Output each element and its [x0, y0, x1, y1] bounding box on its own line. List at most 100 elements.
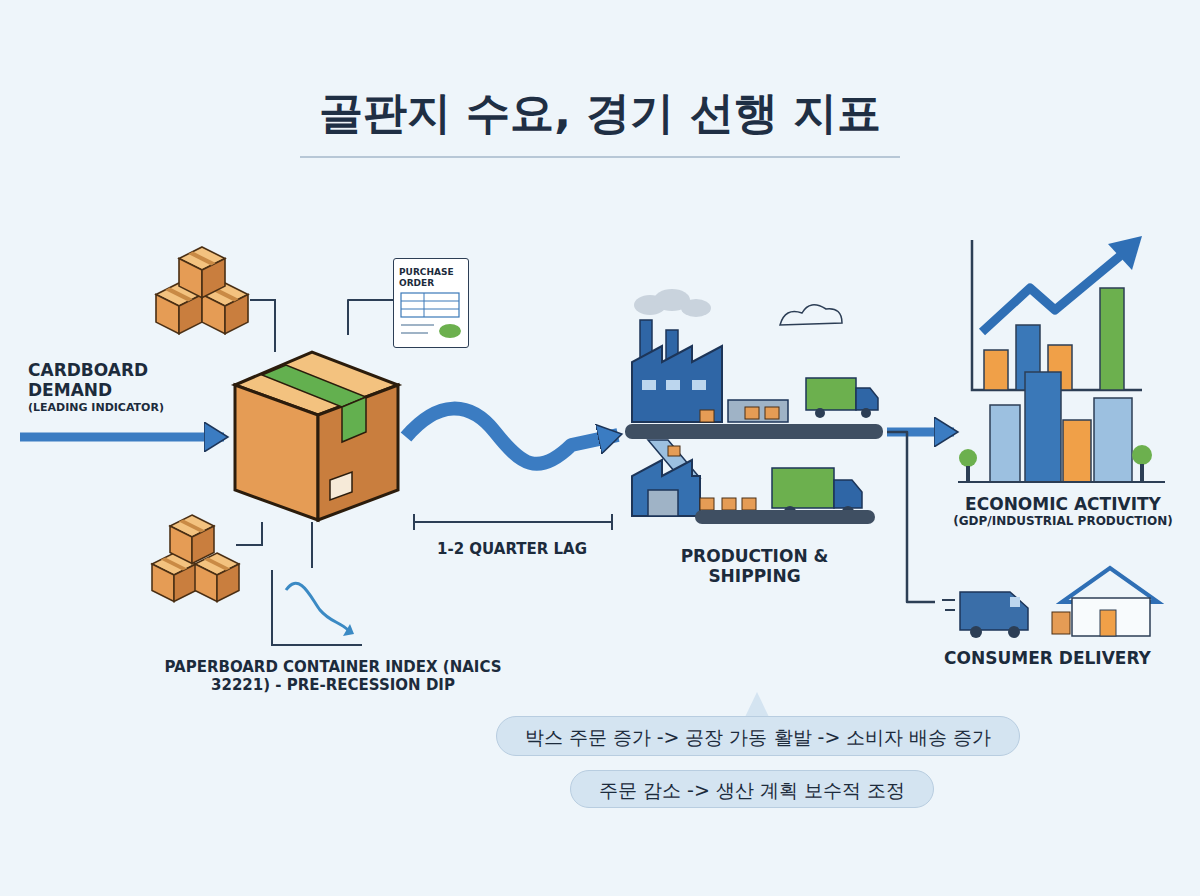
main-cardboard-box-part — [342, 397, 366, 442]
economy-chart-part — [1140, 464, 1144, 482]
delivery-illustration-part — [960, 592, 1028, 630]
main-cardboard-box-part — [318, 385, 398, 520]
lag-bracket-part — [611, 514, 613, 530]
label-group: PAPERBOARD CONTAINER INDEX (NAICS 32221)… — [153, 658, 513, 694]
node-heading: PAPERBOARD CONTAINER INDEX (NAICS 32221)… — [153, 658, 513, 694]
economy-chart-part — [1108, 236, 1142, 270]
economy-chart-part — [966, 466, 970, 482]
connector-line — [348, 300, 393, 335]
node-heading: ECONOMIC ACTIVITY — [938, 494, 1188, 514]
factory-illustration-part — [632, 346, 722, 422]
node-heading: PRODUCTION & SHIPPING — [667, 546, 842, 587]
economy-chart-part — [972, 240, 1142, 390]
factory-illustration-part — [642, 380, 656, 390]
factory-illustration-part — [815, 408, 825, 418]
factory-illustration-part — [681, 299, 711, 317]
index-mini-chart-part — [311, 522, 313, 568]
title-rule — [300, 156, 900, 158]
economy-chart-part — [959, 449, 977, 467]
economy-chart-part — [1063, 420, 1091, 482]
purchase-order-doc: PURCHASE ORDER — [393, 258, 469, 348]
economy-chart-part — [1132, 445, 1152, 465]
document-lines-part — [401, 309, 459, 310]
factory-illustration-part — [780, 305, 842, 325]
factory-illustration-part — [765, 407, 779, 419]
factory-illustration-part — [700, 498, 714, 510]
index-mini-chart-part — [272, 570, 362, 645]
delivery-illustration — [942, 568, 1158, 638]
factory-illustration-part — [728, 400, 788, 422]
economy-chart-part — [1025, 372, 1061, 482]
main-cardboard-box-part — [235, 385, 318, 520]
economy-chart-part — [982, 256, 1120, 332]
node-heading: CONSUMER DELIVERY — [930, 648, 1165, 668]
economy-chart-part — [1100, 288, 1124, 390]
economy-chart-part — [990, 405, 1020, 482]
main-cardboard-box-part — [262, 365, 366, 407]
delivery-illustration-part — [1052, 612, 1070, 634]
illustration-part — [170, 515, 214, 563]
document-lines-part — [401, 293, 459, 317]
delivery-node: CONSUMER DELIVERY — [935, 565, 1160, 640]
main-cardboard-box — [235, 352, 398, 520]
label-group: CONSUMER DELIVERY — [930, 648, 1165, 668]
lag-bracket-part — [414, 521, 612, 523]
annotation-label: 1-2 QUARTER LAG — [433, 540, 591, 558]
indicator-label: CARDBOARD DEMAND(LEADING INDICATOR) — [20, 355, 185, 450]
flow-arrow — [20, 433, 224, 442]
label-group: PRODUCTION & SHIPPING — [667, 546, 842, 587]
illustration-part — [179, 247, 225, 298]
label-group: CARDBOARD DEMAND(LEADING INDICATOR) — [28, 360, 178, 414]
label-group: ECONOMIC ACTIVITY(GDP/INDUSTRIAL PRODUCT… — [938, 494, 1188, 529]
factory-illustration-part — [772, 468, 834, 508]
factory-illustration-part — [632, 460, 700, 516]
economy-node: ECONOMIC ACTIVITY(GDP/INDUSTRIAL PRODUCT… — [958, 232, 1173, 487]
economy-chart-part — [1094, 398, 1132, 482]
index-mini-chart — [272, 522, 362, 645]
pill-text: 박스 주문 증가 -> 공장 가동 활발 -> 소비자 배송 증가 — [525, 717, 992, 757]
lag-bracket-part — [413, 514, 415, 530]
node-heading: CARDBOARD DEMAND — [28, 360, 178, 401]
pill-text: 주문 감소 -> 생산 계획 보수적 조정 — [599, 771, 905, 809]
lag-bracket — [414, 514, 612, 530]
economy-chart — [958, 236, 1165, 482]
label-group: PURCHASE ORDER — [399, 267, 465, 289]
box-stack-top-part — [250, 300, 275, 352]
factory-illustration — [625, 289, 883, 524]
production-node: PRODUCTION & SHIPPING — [622, 318, 887, 530]
delivery-illustration-part — [1072, 598, 1150, 636]
factory-illustration-part — [834, 480, 862, 508]
factory-illustration-part — [666, 380, 680, 390]
illustration-part — [195, 553, 239, 601]
index-mini-chart-part — [343, 624, 354, 636]
node-subheading: (LEADING INDICATOR) — [28, 401, 178, 414]
document-lines-part — [401, 324, 434, 326]
document-lines-part — [424, 293, 425, 317]
summary-pill: 박스 주문 증가 -> 공장 가동 활발 -> 소비자 배송 증가 — [496, 716, 1021, 756]
diagram-title: 골판지 수요, 경기 선행 지표 — [0, 84, 1200, 143]
delivery-illustration-part — [1010, 597, 1020, 607]
node-heading: PURCHASE ORDER — [399, 267, 465, 289]
factory-illustration-part — [648, 490, 678, 516]
flow-arrow — [406, 409, 618, 464]
document-lines-part — [401, 332, 428, 334]
economy-chart-part — [984, 350, 1008, 390]
factory-illustration-part — [722, 498, 736, 510]
factory-illustration-part — [692, 380, 706, 390]
factory-illustration-part — [625, 424, 883, 439]
delivery-illustration-part — [970, 626, 982, 638]
delivery-illustration-part — [1062, 568, 1158, 602]
factory-illustration-part — [745, 407, 759, 419]
cardboard-box: PAPERBOARD CONTAINER INDEX (NAICS 32221)… — [228, 335, 400, 523]
delivery-illustration-part — [1008, 626, 1020, 638]
main-cardboard-box-part — [330, 472, 352, 500]
economy-chart-part — [958, 481, 1165, 483]
factory-illustration-part — [742, 498, 756, 510]
factory-illustration-part — [668, 446, 680, 456]
factory-illustration-part — [695, 510, 875, 524]
document-lines-part — [439, 324, 461, 338]
box-stack-top — [250, 300, 275, 352]
document-lines-part — [401, 301, 459, 302]
factory-illustration-part — [856, 388, 878, 410]
